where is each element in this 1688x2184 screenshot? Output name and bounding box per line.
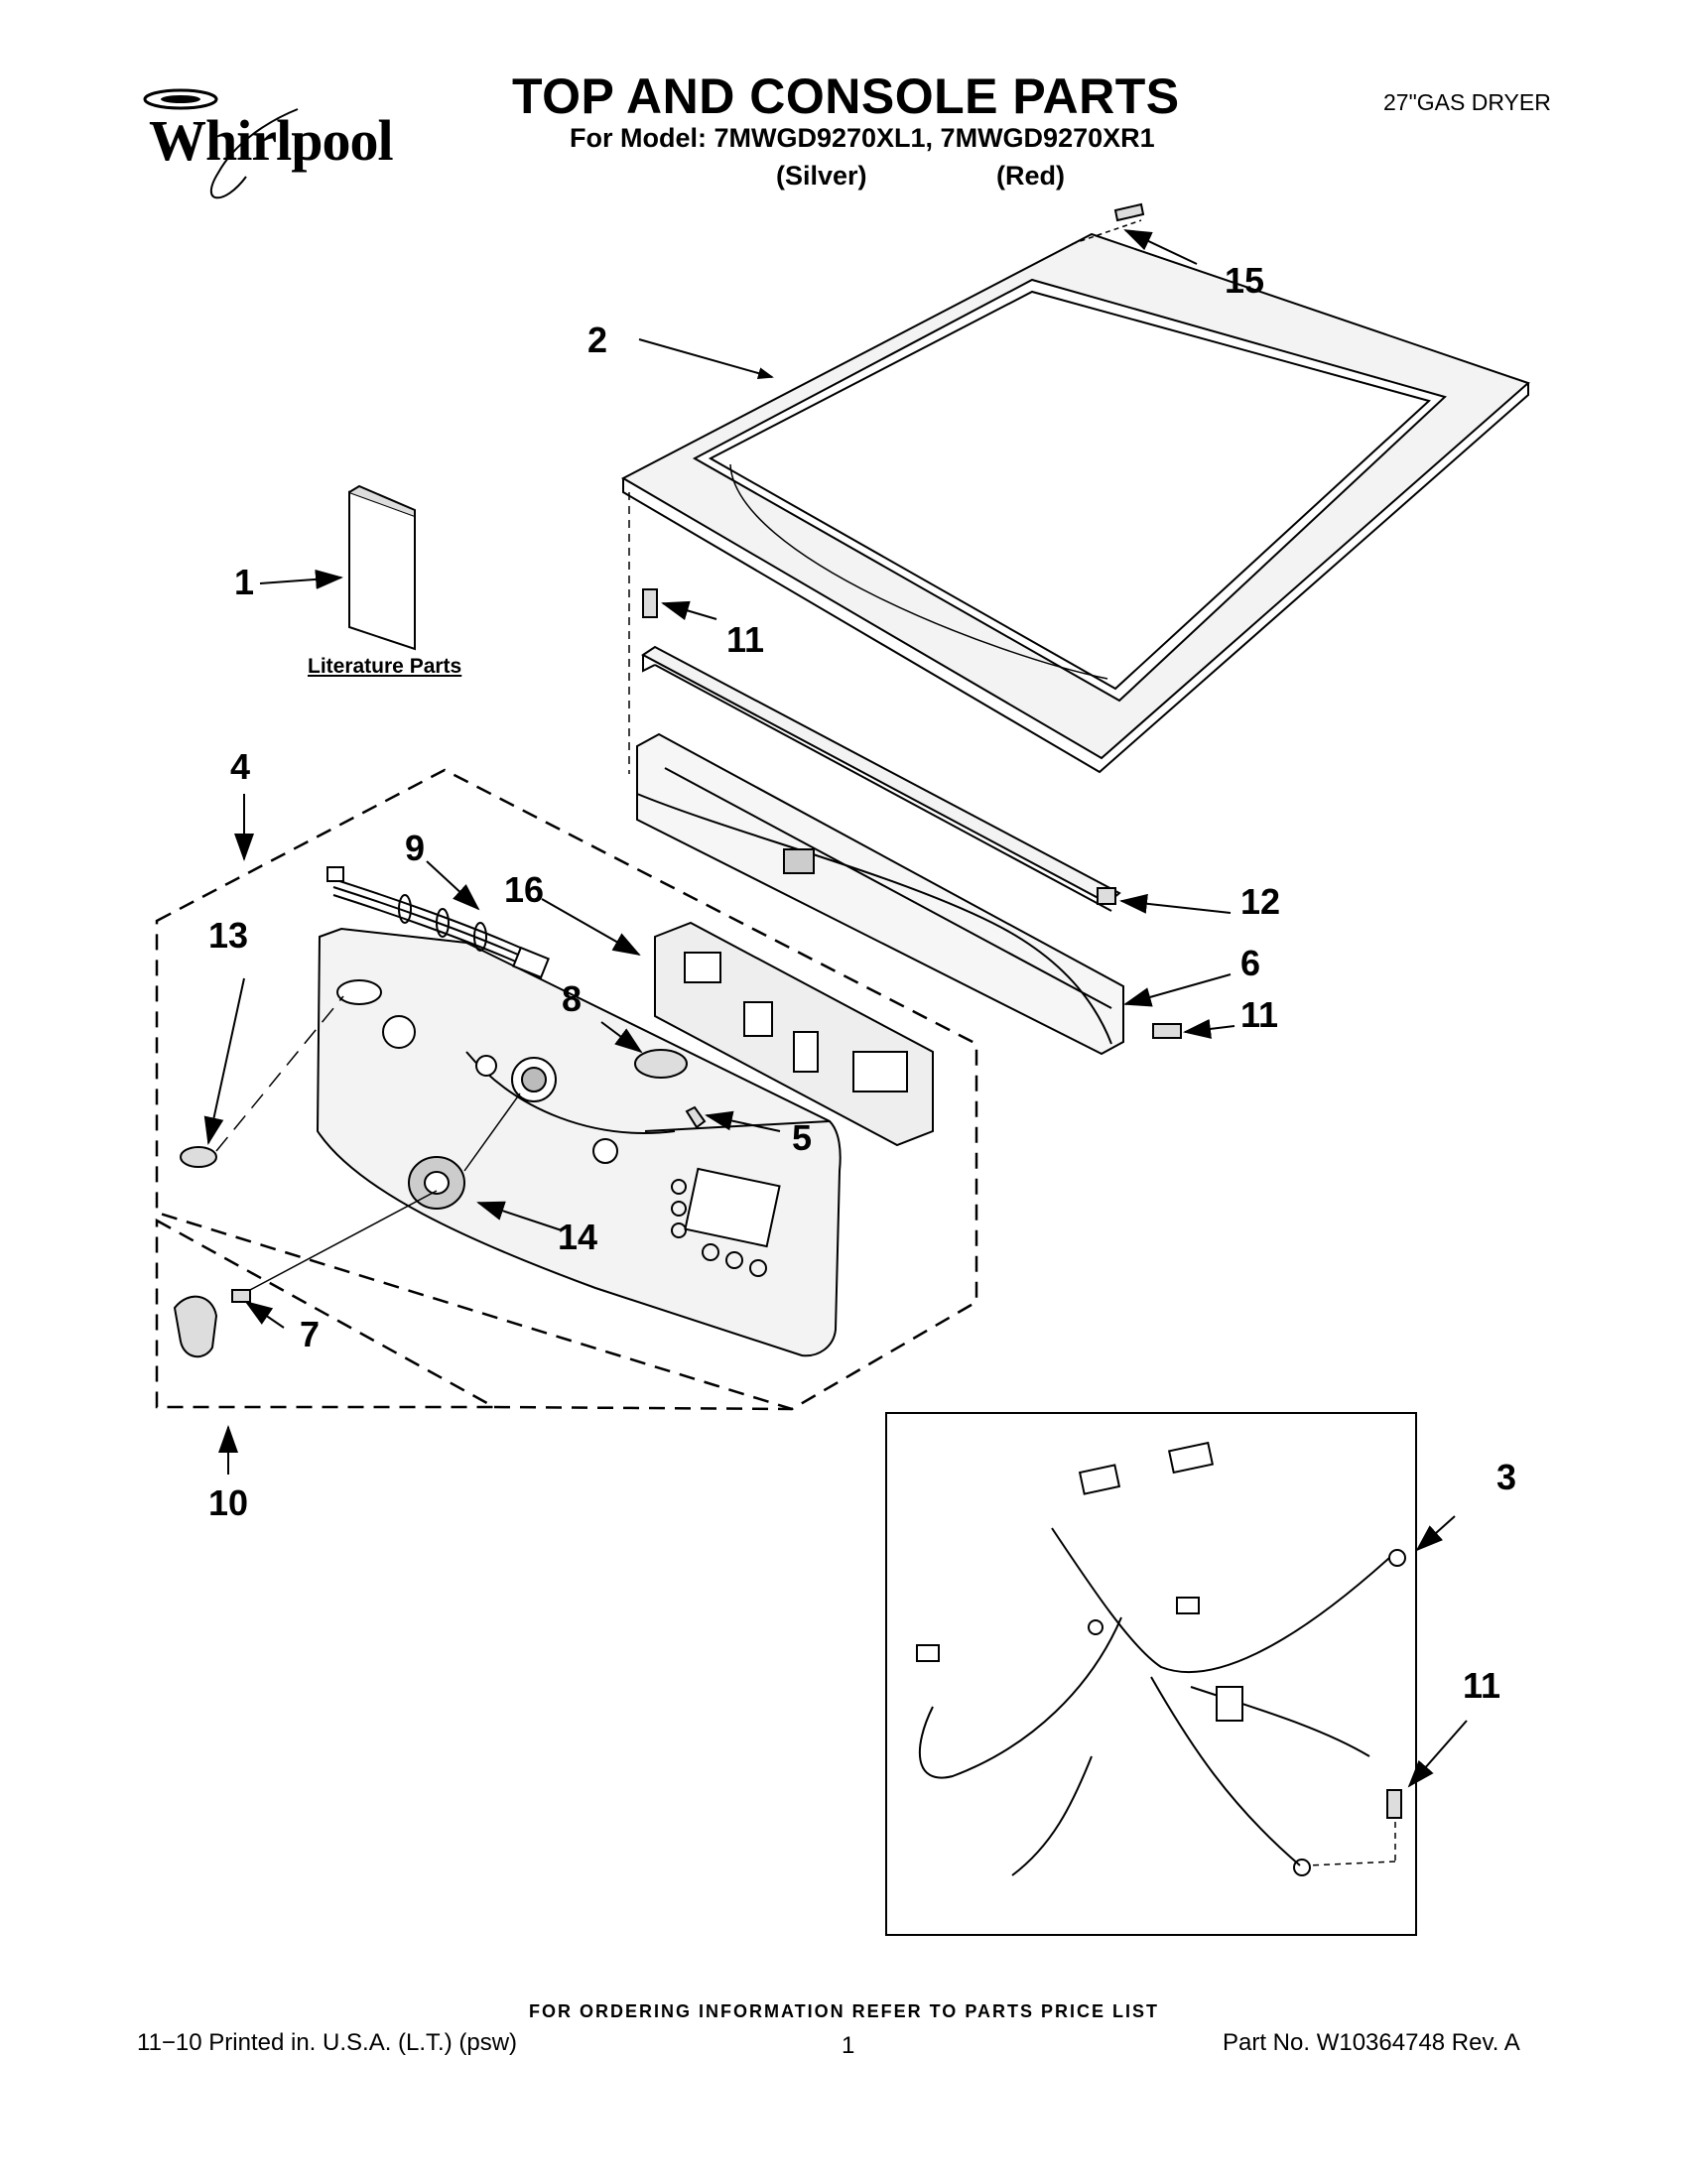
callout-16: 16 xyxy=(504,869,545,910)
top-panel xyxy=(620,219,1530,774)
screw-top-icon xyxy=(1113,202,1145,222)
callout-12: 12 xyxy=(1240,881,1281,922)
brand-name: Whirlpool xyxy=(149,108,394,173)
document-part-number: Part No. W10364748 Rev. A xyxy=(1223,2029,1520,2056)
callout-1: 1 xyxy=(234,562,255,602)
callout-14: 14 xyxy=(558,1217,598,1257)
product-type: 27"GAS DRYER xyxy=(1383,89,1551,115)
screw-harness-icon xyxy=(1386,1789,1402,1819)
console-wire-harness xyxy=(326,866,550,979)
console-frame xyxy=(636,732,1124,1056)
variant-silver-label: (Silver) xyxy=(776,161,867,191)
console-assembly-outline xyxy=(155,768,978,1411)
logo-badge xyxy=(180,1146,217,1168)
logo-swoosh-icon xyxy=(143,88,299,199)
callout-15: 15 xyxy=(1225,260,1265,301)
page-title: TOP AND CONSOLE PARTS xyxy=(512,68,1180,124)
callout-9: 9 xyxy=(405,828,426,868)
screw-left-icon xyxy=(642,588,658,618)
console-panel xyxy=(316,927,842,1357)
callout-11-top: 11 xyxy=(726,619,765,660)
callout-4: 4 xyxy=(230,746,251,787)
screw-frame-icon xyxy=(1152,1023,1182,1039)
control-knob xyxy=(173,1295,218,1357)
print-info: 11−10 Printed in. U.S.A. (L.T.) (psw) xyxy=(137,2029,518,2056)
callout-7: 7 xyxy=(300,1314,321,1354)
callout-5: 5 xyxy=(792,1117,813,1158)
literature-parts-book xyxy=(348,484,416,651)
callout-10: 10 xyxy=(208,1482,249,1523)
callout-3: 3 xyxy=(1496,1457,1517,1497)
membrane-disk xyxy=(634,1049,688,1079)
page-number: 1 xyxy=(842,2032,855,2059)
callout-6: 6 xyxy=(1240,943,1261,983)
model-numbers: For Model: 7MWGD9270XL1, 7MWGD9270XR1 xyxy=(570,123,1155,153)
knob-clip xyxy=(231,1289,251,1303)
literature-parts-label: Literature Parts xyxy=(308,655,462,678)
callout-11-harness: 11 xyxy=(1463,1665,1501,1706)
callout-leaders xyxy=(203,229,1468,1788)
callout-11-frame: 11 xyxy=(1240,994,1279,1035)
control-board xyxy=(654,921,934,1147)
ordering-info: FOR ORDERING INFORMATION REFER TO PARTS … xyxy=(528,2001,1159,2021)
callout-2: 2 xyxy=(587,320,608,360)
knob-assembly-outline xyxy=(155,1218,793,1411)
console-bracket xyxy=(641,645,1121,912)
callout-13: 13 xyxy=(208,915,249,956)
timer-knob-wheel xyxy=(408,1156,465,1210)
brand-logo xyxy=(129,77,387,206)
mounting-screw xyxy=(685,1105,707,1129)
main-harness-box xyxy=(885,1412,1417,1936)
main-wire-harness xyxy=(916,1441,1406,1876)
variant-red-label: (Red) xyxy=(996,161,1065,191)
callout-8: 8 xyxy=(562,978,583,1019)
